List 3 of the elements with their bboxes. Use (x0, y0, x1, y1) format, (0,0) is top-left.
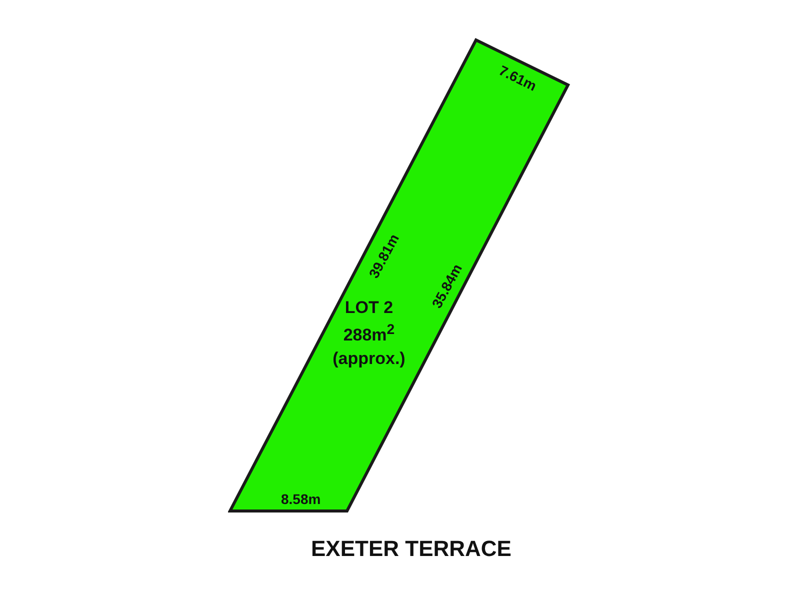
lot-area-label: LOT 2 288m$^{2}$ (approx.) (332, 297, 406, 370)
dimension-label: 8.58m (281, 491, 321, 507)
street-name: EXETER TERRACE (311, 536, 512, 562)
